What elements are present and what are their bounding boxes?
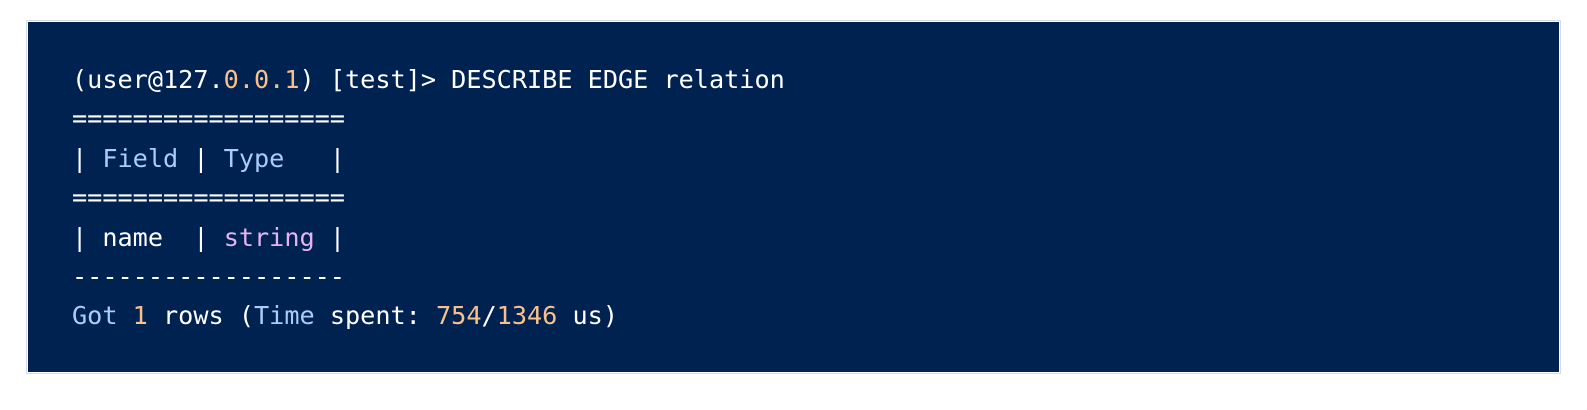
cell-field-name: name: [102, 222, 164, 252]
table-pipe: |: [314, 222, 346, 252]
prompt-line: (user@127.0.0.1) [test]> DESCRIBE EDGE r…: [72, 60, 1559, 99]
table-pipe: |: [72, 143, 103, 173]
table-pipe: |: [178, 143, 224, 173]
result-unit: us): [557, 301, 619, 331]
table-pipe: |: [72, 222, 103, 252]
prompt-ip-dot: .: [269, 65, 285, 94]
result-time-latency: 754: [436, 301, 482, 331]
prompt-user-host: (user@127.: [72, 65, 224, 94]
result-rows-label: rows (: [147, 301, 254, 331]
result-summary: Got 1 rows (Time spent: 754/1346 us): [72, 296, 1559, 335]
result-slash: /: [481, 301, 497, 331]
result-got: Got: [72, 301, 118, 331]
prompt-ip-octet: 0: [254, 65, 270, 94]
table-header-row: | Field | Type |: [72, 139, 1559, 178]
table-border-top: ==================: [72, 104, 345, 134]
prompt-ip-octet: 0: [223, 65, 239, 94]
header-type: Type: [223, 143, 285, 173]
prompt-ip-octet: 1: [284, 65, 300, 94]
header-field: Field: [102, 143, 179, 173]
result-spent-label: spent:: [314, 301, 436, 331]
prompt-close-paren: ): [299, 65, 315, 94]
cell-type-string: string: [223, 222, 315, 252]
table-border-bottom: ------------------: [72, 261, 345, 291]
prompt-ip-dot: .: [238, 65, 254, 94]
terminal-output: (user@127.0.0.1) [test]> DESCRIBE EDGE r…: [28, 22, 1559, 372]
table-pipe: |: [163, 222, 224, 252]
prompt-command: DESCRIBE EDGE relation: [451, 65, 785, 94]
result-time-total: 1346: [496, 301, 558, 331]
result-row-count: 1: [132, 301, 148, 331]
table-border-mid: ==================: [72, 183, 345, 213]
table-row: | name | string |: [72, 218, 1559, 257]
prompt-database: [test]>: [314, 65, 452, 94]
table-pipe: |: [284, 143, 346, 173]
result-time-label: Time: [254, 301, 315, 331]
